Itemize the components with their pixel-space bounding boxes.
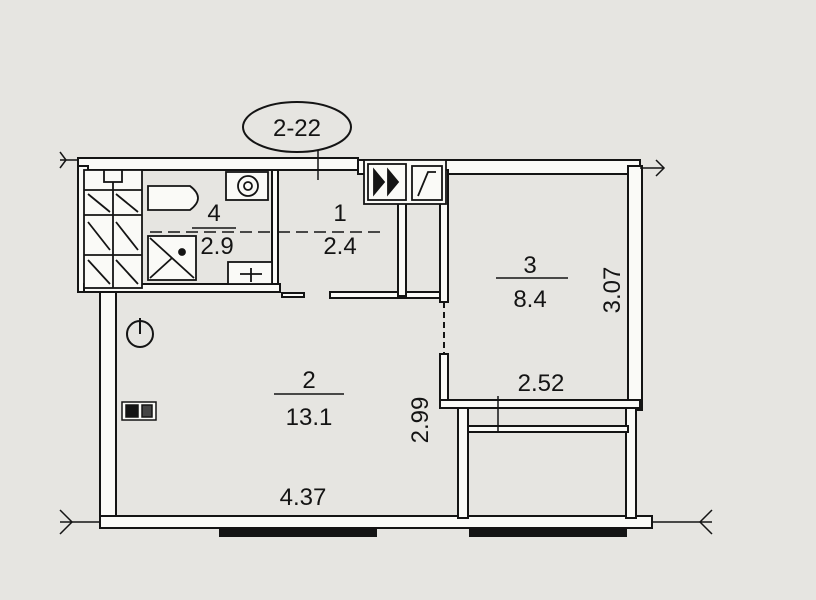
heater-icon <box>126 318 154 348</box>
fridge-icon <box>411 165 443 201</box>
apartment-id: 2-22 <box>273 115 321 142</box>
room-area: 8.4 <box>513 286 546 313</box>
dimension-balcony-width: 2.52 <box>518 370 565 397</box>
room-area: 2.9 <box>200 233 233 260</box>
apartment-id-bubble <box>242 101 352 153</box>
room-number: 4 <box>207 200 220 227</box>
dimension-bedroom-depth: 3.07 <box>599 267 626 314</box>
room-number: 3 <box>523 252 536 279</box>
kitchen-unit <box>363 159 447 205</box>
dimension-living-depth: 2.99 <box>407 397 434 444</box>
window-living <box>219 529 377 537</box>
stove-icon <box>367 163 407 201</box>
room-label-1: 1 2.4 <box>323 200 356 260</box>
extension-lines <box>59 150 713 535</box>
room-number: 2 <box>302 367 315 394</box>
room-label-3: 3 8.4 <box>496 252 568 313</box>
toilet-icon <box>147 185 199 211</box>
room-area: 2.4 <box>323 233 356 260</box>
exterior-walls <box>77 157 653 529</box>
bath-fixtures <box>83 169 273 289</box>
sink-icon <box>225 171 269 201</box>
room-label-2: 2 13.1 <box>274 367 344 431</box>
room-area: 13.1 <box>286 404 333 431</box>
interior-walls <box>83 169 641 519</box>
room-label-4: 4 2.9 <box>192 200 236 260</box>
shower-icon <box>147 235 197 281</box>
dimension-living-width: 4.37 <box>280 484 327 511</box>
room-number: 1 <box>333 200 346 227</box>
radiator-icon <box>121 401 157 421</box>
window-balcony <box>469 529 627 537</box>
